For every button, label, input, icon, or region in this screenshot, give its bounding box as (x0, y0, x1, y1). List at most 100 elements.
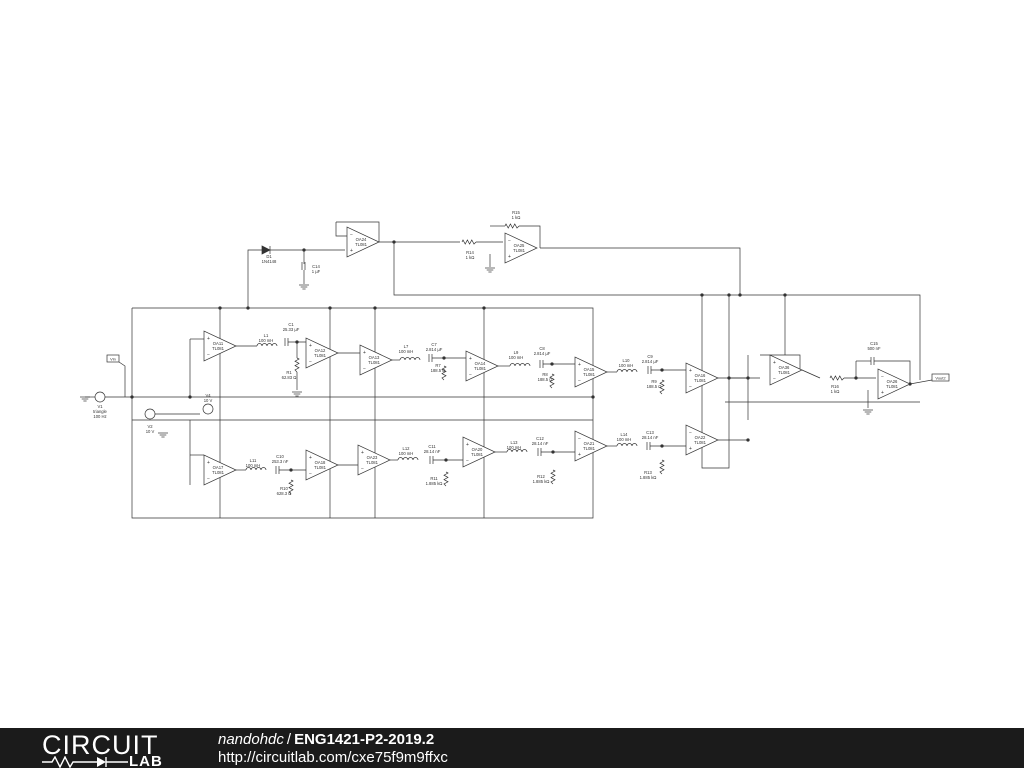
components: −+−++−+−+−+−+−+−+−+−+−+−−+−++−−+ (80, 223, 950, 495)
component-label-c7: 2.814 µF (426, 347, 443, 352)
component-label-l1: L1 (264, 333, 269, 338)
opamp-triangle (574, 430, 608, 462)
component-label-l7: L7 (404, 344, 409, 349)
opamp-pin-sign: − (881, 374, 884, 380)
junction-dot (482, 306, 486, 310)
component-label-c1: 25.33 µF (283, 327, 300, 332)
wire (909, 379, 933, 385)
component-label-oa25: OA25 (514, 243, 525, 248)
component-label-l12: 100 mH (399, 451, 414, 456)
component-label-oa12: OA12 (315, 348, 326, 353)
opamp-oa36: +− (769, 354, 803, 386)
junction-dot (188, 395, 192, 399)
opamp-pin-sign: + (508, 254, 511, 260)
capacitor-c14 (301, 262, 306, 270)
diode-d1 (261, 245, 271, 255)
capacitor-c7 (428, 354, 433, 362)
component-label-r16: R16 (831, 384, 839, 389)
opamp-oa12: +− (305, 337, 339, 369)
opamp-pin-sign: − (207, 352, 210, 358)
opamp-oa17: +− (203, 454, 237, 486)
junction-dot (392, 240, 396, 244)
component-label-oa11: TL081 (212, 346, 225, 351)
opamp-triangle (305, 449, 339, 481)
opamp-pin-sign: − (309, 359, 312, 365)
opamp-triangle (685, 424, 719, 456)
source-v1 (94, 391, 106, 403)
vout-label-box (931, 373, 950, 382)
opamp-oa23: +− (357, 444, 391, 476)
component-label-oa22: TL081 (694, 440, 707, 445)
author-link[interactable]: nandohdc (218, 731, 284, 748)
vin-label-box (106, 354, 120, 363)
opamp-pin-sign: + (361, 450, 364, 456)
inductor-l11 (245, 467, 267, 471)
junction-dot (660, 444, 664, 448)
capacitor-c8 (539, 360, 544, 368)
component-label-r11: 1.885 kΩ (426, 481, 443, 486)
opamp-pin-sign: + (207, 336, 210, 342)
component-label-r1: R1 (286, 370, 292, 375)
opamp-triangle (359, 344, 393, 376)
component-label-l10: L10 (623, 358, 631, 363)
component-label-r12: R12 (537, 474, 545, 479)
opamp-pin-sign: − (578, 378, 581, 384)
component-label-c14: C14 (312, 264, 320, 269)
capacitor-c12 (537, 448, 542, 456)
component-label-oa24: OA24 (356, 237, 367, 242)
component-label-v4: 10 V (204, 398, 213, 403)
component-label-r7: R7 (435, 363, 441, 368)
opamp-pin-sign: + (466, 442, 469, 448)
wire (519, 225, 541, 248)
component-label-oa14: OA14 (475, 361, 486, 366)
component-label-oa20: OA20 (472, 447, 483, 452)
opamp-pin-sign: + (578, 362, 581, 368)
component-label-l14: 100 mH (617, 437, 632, 442)
opamp-oa25: −+ (504, 232, 538, 264)
component-label-r1: 62.83 Ω (282, 375, 297, 380)
opamp-pin-sign: − (508, 238, 511, 244)
component-label-r9: 188.5 Ω (647, 384, 662, 389)
component-label-r8: R8 (542, 372, 548, 377)
component-label-v4: V4 (205, 393, 211, 398)
component-label-l9: 100 mH (509, 355, 524, 360)
junction-dot (727, 293, 731, 297)
ground-symbol (158, 432, 168, 438)
component-label-l14: L14 (621, 432, 629, 437)
junction-dot (444, 458, 448, 462)
component-label-d1: 1N4148 (262, 259, 277, 264)
wires (85, 221, 933, 519)
component-label-c13: C13 (646, 430, 654, 435)
component-label-oa16: OA16 (695, 373, 706, 378)
opamp-oa18: +− (305, 449, 339, 481)
wire (118, 361, 126, 397)
component-label-v1: 100 Hz (93, 414, 106, 419)
junction-dot (746, 376, 750, 380)
inductor-l13 (506, 449, 528, 453)
opamp-pin-sign: + (881, 390, 884, 396)
vin-label: Vin (110, 357, 116, 362)
inductor-l10 (616, 369, 638, 373)
circuit-url[interactable]: http://circuitlab.com/cxe75f9m9ffxc (218, 749, 448, 766)
wire (336, 221, 380, 242)
source-v4 (202, 403, 214, 415)
opamp-pin-sign: − (469, 372, 472, 378)
circuitlab-logo[interactable]: CIRCUIT LAB (42, 732, 176, 770)
component-label-oa22: OA22 (695, 435, 706, 440)
opamp-triangle (685, 362, 719, 394)
component-label-c15: C15 (870, 341, 878, 346)
opamp-triangle (877, 368, 911, 400)
component-label-c12: C12 (536, 436, 544, 441)
component-label-l11: L11 (250, 458, 257, 463)
opamp-pin-sign: + (309, 455, 312, 461)
component-label-c11: 28.14 nF (424, 449, 441, 454)
circuit-title[interactable]: ENG1421-P2-2019.2 (294, 731, 435, 748)
opamp-triangle (769, 354, 803, 386)
junction-dot (328, 306, 332, 310)
opamp-pin-sign: − (361, 466, 364, 472)
component-label-r14: 1 kΩ (466, 255, 475, 260)
junction-dot (130, 395, 134, 399)
source-v2 (144, 408, 156, 420)
